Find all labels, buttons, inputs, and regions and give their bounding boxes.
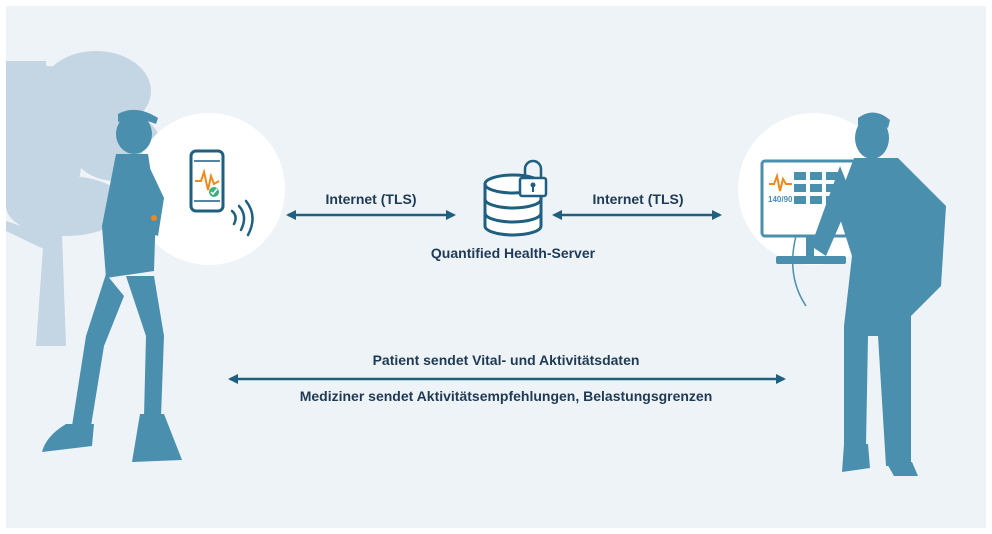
lock-icon	[518, 159, 548, 198]
bottom-label-physician: Mediziner sendet Aktivitätsempfehlungen,…	[299, 388, 713, 404]
diagram-art: 140/90	[6, 51, 946, 476]
right-link-label: Internet (TLS)	[592, 191, 684, 207]
diagram-canvas: 140/90 Internet (TLS) Inte	[6, 6, 986, 528]
wearable-sensor	[151, 215, 157, 221]
left-link-label: Internet (TLS)	[325, 191, 417, 207]
patient-icon	[42, 109, 182, 462]
tree-icon	[6, 51, 161, 346]
wireless-signal-icon	[230, 199, 254, 237]
server-label: Quantified Health-Server	[430, 245, 596, 261]
smartphone-icon	[189, 149, 225, 213]
physician-icon	[811, 112, 946, 476]
monitor-reading: 140/90	[768, 195, 793, 204]
bottom-label-patient: Patient sendet Vital- und Aktivitätsdate…	[372, 352, 640, 368]
